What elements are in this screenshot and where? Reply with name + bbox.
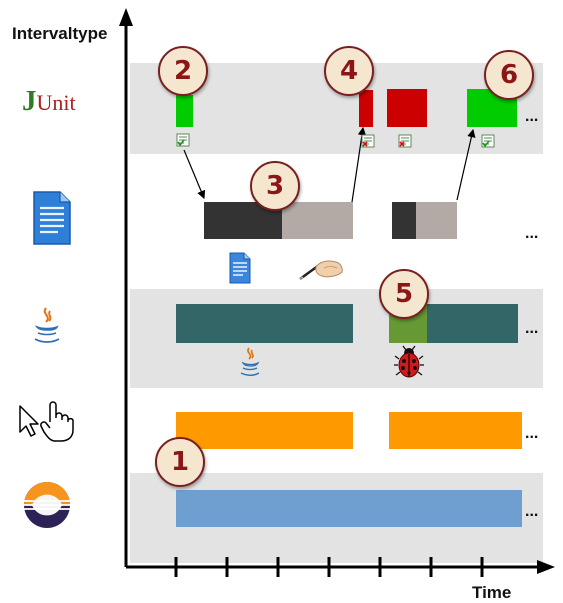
x-axis-label: Time <box>472 583 512 602</box>
arrow-edit-to-test <box>351 126 367 203</box>
read-bar-2 <box>392 202 416 239</box>
test-pass-icon <box>481 134 495 148</box>
y-axis-label: Intervaltype <box>12 24 108 43</box>
cursor-hand-icon <box>19 401 74 442</box>
x-axis-ticks <box>174 557 484 577</box>
user-input-bar-1 <box>176 412 353 449</box>
junit-logo: JUnit <box>22 85 76 118</box>
marker-3: 3 <box>250 161 300 211</box>
marker-6: 6 <box>484 50 534 100</box>
continuation-java: ... <box>525 320 539 337</box>
java-small-icon <box>240 347 260 376</box>
document-small-icon <box>229 252 251 284</box>
test-pass-icon <box>176 133 190 147</box>
continuation-read-edit: ... <box>525 225 539 242</box>
junit-logo-rest: Unit <box>36 90 76 115</box>
ide-bar <box>176 490 522 527</box>
test-fail-icon <box>398 134 412 148</box>
eclipse-icon <box>24 482 70 528</box>
continuation-junit: ... <box>525 108 539 125</box>
junit-logo-j: J <box>22 85 37 117</box>
edit-bar-1 <box>282 202 353 239</box>
ladybug-icon <box>394 345 424 378</box>
java-icon <box>34 307 60 343</box>
marker-4: 4 <box>324 46 374 96</box>
arrow-edit2-to-test <box>456 128 476 201</box>
java-bar-2 <box>427 304 518 343</box>
marker-1: 1 <box>155 437 205 487</box>
junit-fail-bar-2 <box>387 89 427 127</box>
marker-5: 5 <box>379 269 429 319</box>
marker-2: 2 <box>158 46 208 96</box>
user-input-bar-2 <box>389 412 522 449</box>
pen-hand-icon <box>299 260 343 280</box>
test-fail-icon <box>361 134 375 148</box>
document-icon <box>33 191 71 245</box>
junit-pass-bar-1 <box>176 95 193 127</box>
java-bar-1 <box>176 304 353 343</box>
continuation-user-input: ... <box>525 425 539 442</box>
edit-bar-2 <box>416 202 457 239</box>
arrow-test-to-read <box>183 149 206 200</box>
continuation-ide: ... <box>525 503 539 520</box>
junit-fail-bar-1 <box>359 90 373 127</box>
